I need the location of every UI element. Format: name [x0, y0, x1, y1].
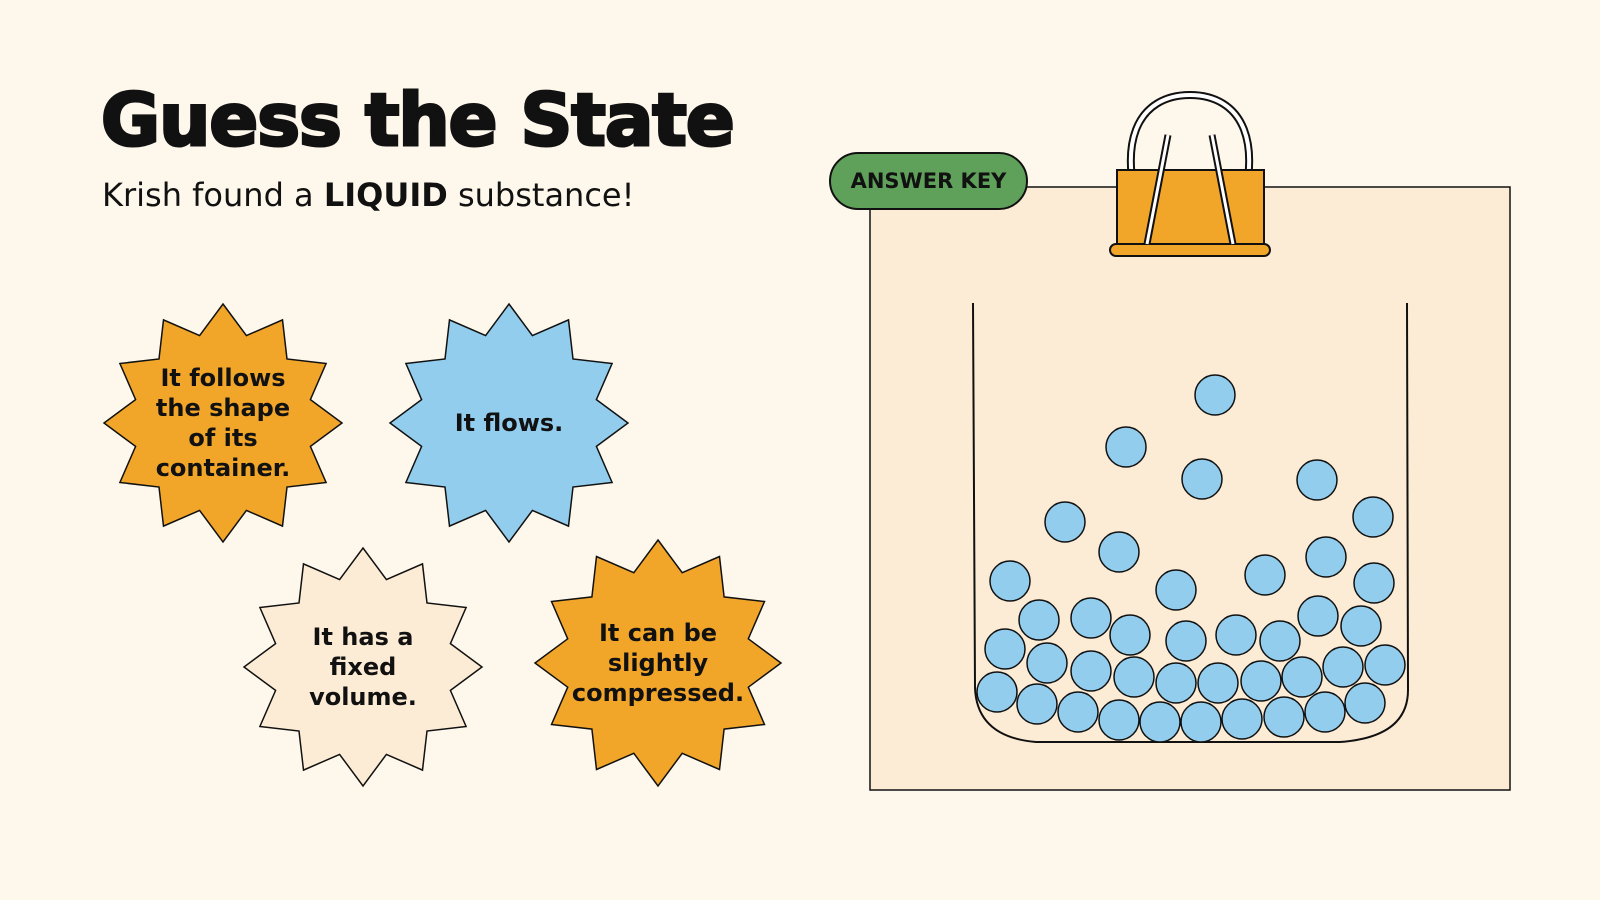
- starburst-shape: [533, 538, 783, 788]
- clue-text: It has a fixed volume.: [309, 623, 417, 711]
- particle: [1113, 656, 1155, 698]
- particle: [976, 671, 1018, 713]
- particle: [1098, 699, 1140, 741]
- starburst-polygon: [533, 538, 783, 788]
- particle: [1197, 662, 1239, 704]
- subtitle-after: substance!: [447, 176, 635, 214]
- particle: [1139, 701, 1181, 743]
- starburst-shape: [388, 302, 630, 544]
- clue-text: It can be slightly compressed.: [571, 619, 745, 707]
- clue-text: It follows the shape of its container.: [155, 364, 291, 482]
- starburst-shape: [102, 302, 344, 544]
- particle: [1155, 662, 1197, 704]
- particle: [1364, 644, 1406, 686]
- particle: [1194, 374, 1236, 416]
- particle: [1098, 531, 1140, 573]
- particle: [1044, 501, 1086, 543]
- particle: [1344, 682, 1386, 724]
- subtitle: Krish found a LIQUID substance!: [102, 176, 634, 214]
- answer-key-badge[interactable]: ANSWER KEY: [829, 152, 1028, 210]
- liquid-particles: [976, 374, 1406, 743]
- clue-text: It flows.: [454, 409, 564, 437]
- particle: [1018, 599, 1060, 641]
- particle: [1057, 691, 1099, 733]
- particle: [1240, 660, 1282, 702]
- page-title: Guess the State: [100, 77, 737, 164]
- particle: [1305, 536, 1347, 578]
- particle: [1353, 562, 1395, 604]
- particle: [1215, 614, 1257, 656]
- particle: [1180, 701, 1222, 743]
- particle: [989, 560, 1031, 602]
- particle: [1221, 698, 1263, 740]
- starburst-polygon: [388, 302, 630, 544]
- state-highlight: LIQUID: [323, 176, 448, 214]
- particle: [1070, 597, 1112, 639]
- particle: [1109, 614, 1151, 656]
- starburst-shape: [242, 546, 484, 788]
- particle: [1296, 459, 1338, 501]
- particle: [1155, 569, 1197, 611]
- particle: [1322, 646, 1364, 688]
- starburst-polygon: [102, 302, 344, 544]
- particle: [1070, 650, 1112, 692]
- particle: [1304, 691, 1346, 733]
- particle: [1352, 496, 1394, 538]
- particle: [1281, 656, 1323, 698]
- clue-card-flows[interactable]: It flows.: [388, 302, 630, 544]
- starburst-polygon: [242, 546, 484, 788]
- particle: [1026, 642, 1068, 684]
- clue-card-compressed[interactable]: It can be slightly compressed.: [533, 538, 783, 788]
- particle: [1340, 605, 1382, 647]
- particle: [1016, 683, 1058, 725]
- clue-card-volume[interactable]: It has a fixed volume.: [242, 546, 484, 788]
- particle: [984, 628, 1026, 670]
- particle: [1259, 620, 1301, 662]
- binder-clip-icon: [1109, 91, 1271, 257]
- beaker-outline: [972, 302, 1410, 743]
- particle: [1263, 696, 1305, 738]
- particle: [1244, 554, 1286, 596]
- particle: [1165, 620, 1207, 662]
- clue-card-shape[interactable]: It follows the shape of its container.: [102, 302, 344, 544]
- particle: [1181, 458, 1223, 500]
- particle: [1105, 426, 1147, 468]
- particle: [1297, 595, 1339, 637]
- subtitle-before: Krish found a: [102, 176, 324, 214]
